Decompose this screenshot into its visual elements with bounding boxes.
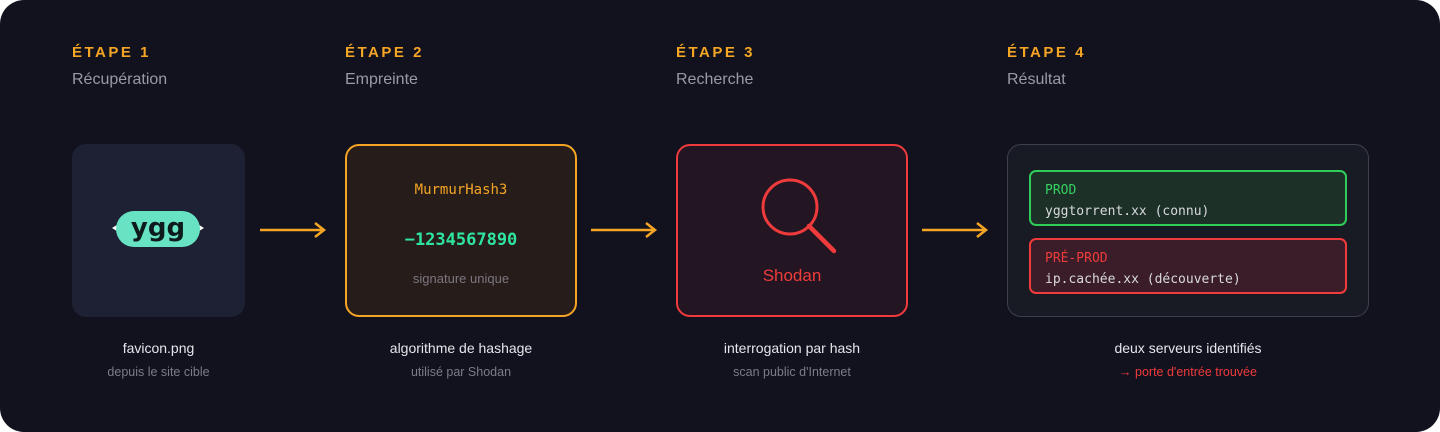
magnifying-glass-icon [761, 178, 837, 254]
step-4-caption: deux serveurs identifiés [1114, 340, 1262, 356]
hash-algorithm: MurmurHash3 [414, 182, 508, 198]
step-2-label: ÉTAPE 2 [345, 44, 424, 61]
hash-value: −1234567890 [404, 230, 518, 250]
shodan-card: Shodan [676, 144, 908, 317]
server-host: yggtorrent.xx (connu) [1045, 204, 1210, 219]
step-3-label: ÉTAPE 3 [676, 44, 755, 61]
ygg-logo-text: ygg [131, 213, 185, 243]
server-preprod: PRÉ-PROD ip.cachée.xx (découverte) [1029, 238, 1347, 294]
step-2-subcaption: utilisé par Shodan [410, 365, 512, 379]
results-card: PROD yggtorrent.xx (connu) PRÉ-PROD ip.c… [1007, 144, 1369, 317]
server-env-label: PROD [1045, 183, 1077, 198]
step-3-title: Recherche [676, 71, 754, 88]
step-1-label: ÉTAPE 1 [72, 44, 151, 61]
arrow-right-icon [260, 222, 327, 238]
step-3-subcaption: scan public d'Internet [733, 365, 851, 379]
favicon-card: ygg [72, 144, 245, 317]
step-4-title: Résultat [1007, 71, 1066, 88]
arrow-right-icon [922, 222, 989, 238]
step-4-subcaption: → porte d'entrée trouvée [1119, 365, 1257, 379]
step-3-caption: interrogation par hash [723, 340, 861, 356]
step-4-label: ÉTAPE 4 [1007, 44, 1086, 61]
server-env-label: PRÉ-PROD [1045, 251, 1108, 266]
step-2-title: Empreinte [345, 71, 418, 88]
hash-note: signature unique [412, 271, 510, 286]
service-name: Shodan [762, 266, 822, 285]
step-1-title: Récupération [72, 71, 168, 88]
hash-card: MurmurHash3 −1234567890 signature unique [345, 144, 577, 317]
ygg-logo-icon: ygg [112, 211, 204, 247]
arrow-right-icon [591, 222, 658, 238]
server-host: ip.cachée.xx (découverte) [1045, 272, 1241, 287]
step-1-caption: favicon.png [122, 340, 195, 356]
step-2-caption: algorithme de hashage [389, 340, 533, 356]
step-1-subcaption: depuis le site cible [107, 365, 210, 379]
server-prod: PROD yggtorrent.xx (connu) [1029, 170, 1347, 226]
